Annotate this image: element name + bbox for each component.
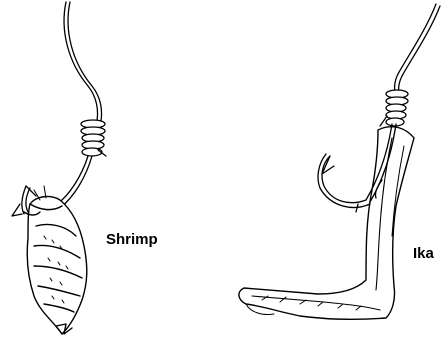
shrimp-fishing-line [64,2,102,126]
ika-fishing-line [395,4,440,98]
shrimp-bait [24,186,87,334]
shrimp-hook-drawing [12,2,106,334]
shrimp-hook-shank [56,156,92,208]
shrimp-knot [81,120,106,156]
ika-bait [239,127,414,320]
ika-hook-drawing [239,4,440,319]
ika-knot [380,90,408,126]
shrimp-label: Shrimp [106,232,158,247]
ika-hook-barb [318,154,370,212]
ika-label: Ika [413,246,434,261]
